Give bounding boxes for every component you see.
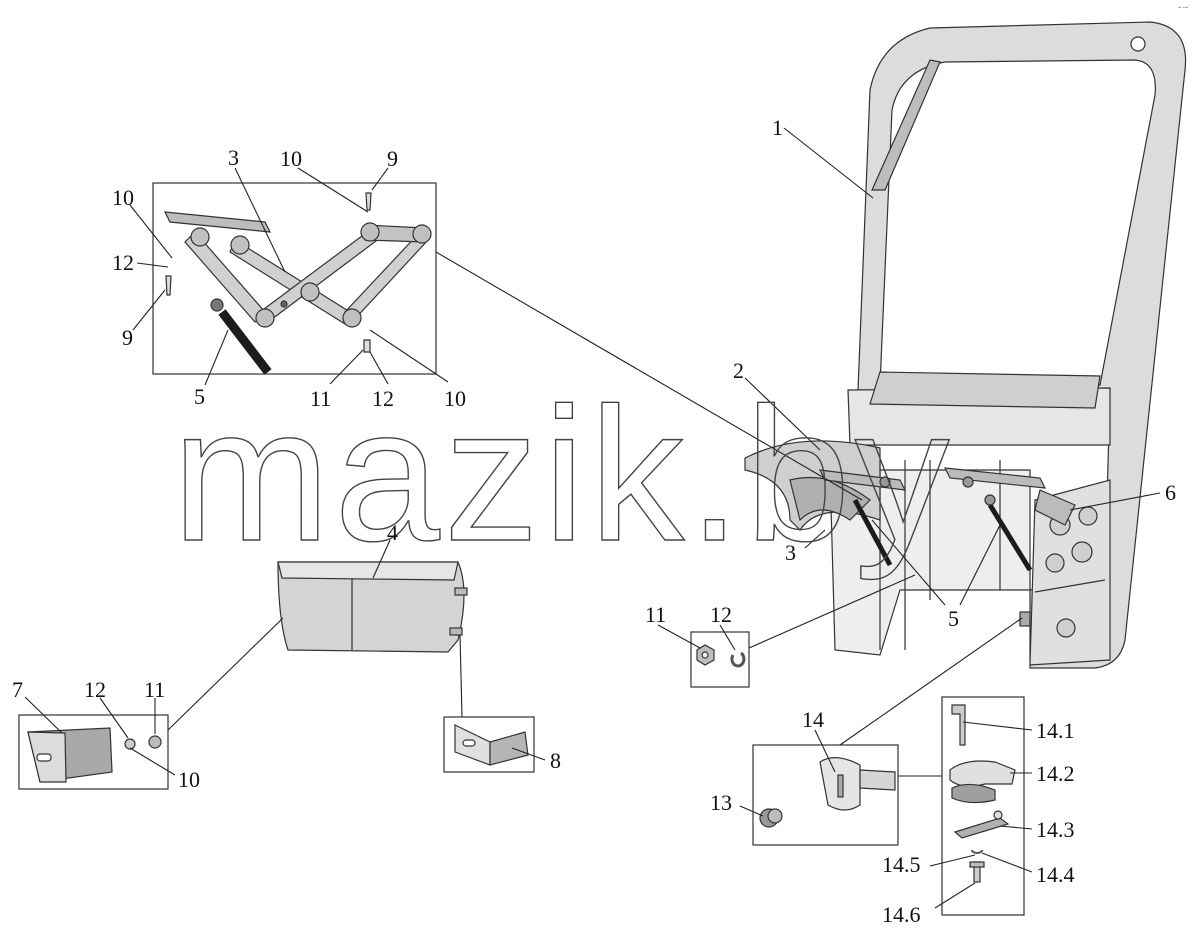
bracket-detail xyxy=(454,724,529,766)
label-part-12-nut: 12 xyxy=(710,602,732,627)
label-part-7: 7 xyxy=(12,677,23,702)
label-part-13: 13 xyxy=(710,790,732,815)
label-part-2: 2 xyxy=(733,358,744,383)
label-part-5-inset: 5 xyxy=(194,384,205,409)
label-part-3-main: 3 xyxy=(785,540,796,565)
label-part-4: 4 xyxy=(387,520,398,545)
corner-mark: ▪▪ ▪▪▪ xyxy=(1178,5,1188,11)
label-part-11-inset: 11 xyxy=(310,386,331,411)
label-part-12-inset: 12 xyxy=(372,386,394,411)
nut-washer-detail xyxy=(696,644,746,668)
fender xyxy=(744,440,881,531)
label-part-10-top: 10 xyxy=(280,146,302,171)
cover-detail xyxy=(27,727,162,783)
cab-linkage-assembly xyxy=(818,467,1076,627)
linkage-detail xyxy=(163,192,432,375)
label-part-11-nut: 11 xyxy=(645,602,666,627)
lock-exploded-inset-box xyxy=(941,696,1025,916)
cab-frame xyxy=(829,21,1187,669)
leader-lines xyxy=(24,127,1161,909)
label-part-9-top: 9 xyxy=(387,146,398,171)
cover-inset-box xyxy=(18,714,169,790)
watermark-text: mazik.by xyxy=(172,369,954,581)
lock-detail xyxy=(759,757,896,828)
label-part-12-left: 12 xyxy=(112,250,134,275)
linkage-inset-box xyxy=(152,182,437,375)
label-part-14-2: 14.2 xyxy=(1036,761,1075,786)
callout-labels: 1 2 3 3 4 5 5 6 7 8 9 9 10 10 10 10 11 1… xyxy=(12,115,1176,927)
label-part-14-1: 14.1 xyxy=(1036,718,1075,743)
lock-exploded-detail xyxy=(949,704,1016,883)
label-part-5-main: 5 xyxy=(948,606,959,631)
label-part-10-trim: 10 xyxy=(178,767,200,792)
label-part-14-3: 14.3 xyxy=(1036,817,1075,842)
label-part-14-6: 14.6 xyxy=(882,902,921,927)
label-part-1: 1 xyxy=(772,115,783,140)
label-part-11-trim: 11 xyxy=(144,677,165,702)
label-part-10-left: 10 xyxy=(112,185,134,210)
label-part-6: 6 xyxy=(1165,480,1176,505)
lock-inset-box xyxy=(752,744,899,846)
trim-panel xyxy=(277,561,468,653)
label-part-14-4: 14.4 xyxy=(1036,862,1075,887)
label-part-14-5: 14.5 xyxy=(882,852,921,877)
nut-inset-box xyxy=(690,631,750,688)
label-part-9-left: 9 xyxy=(122,325,133,350)
label-part-3-inset: 3 xyxy=(228,145,239,170)
bracket-inset-box xyxy=(443,716,535,773)
label-part-14: 14 xyxy=(802,707,824,732)
label-part-8: 8 xyxy=(550,748,561,773)
label-part-12-trim: 12 xyxy=(84,677,106,702)
label-part-10-right: 10 xyxy=(444,386,466,411)
